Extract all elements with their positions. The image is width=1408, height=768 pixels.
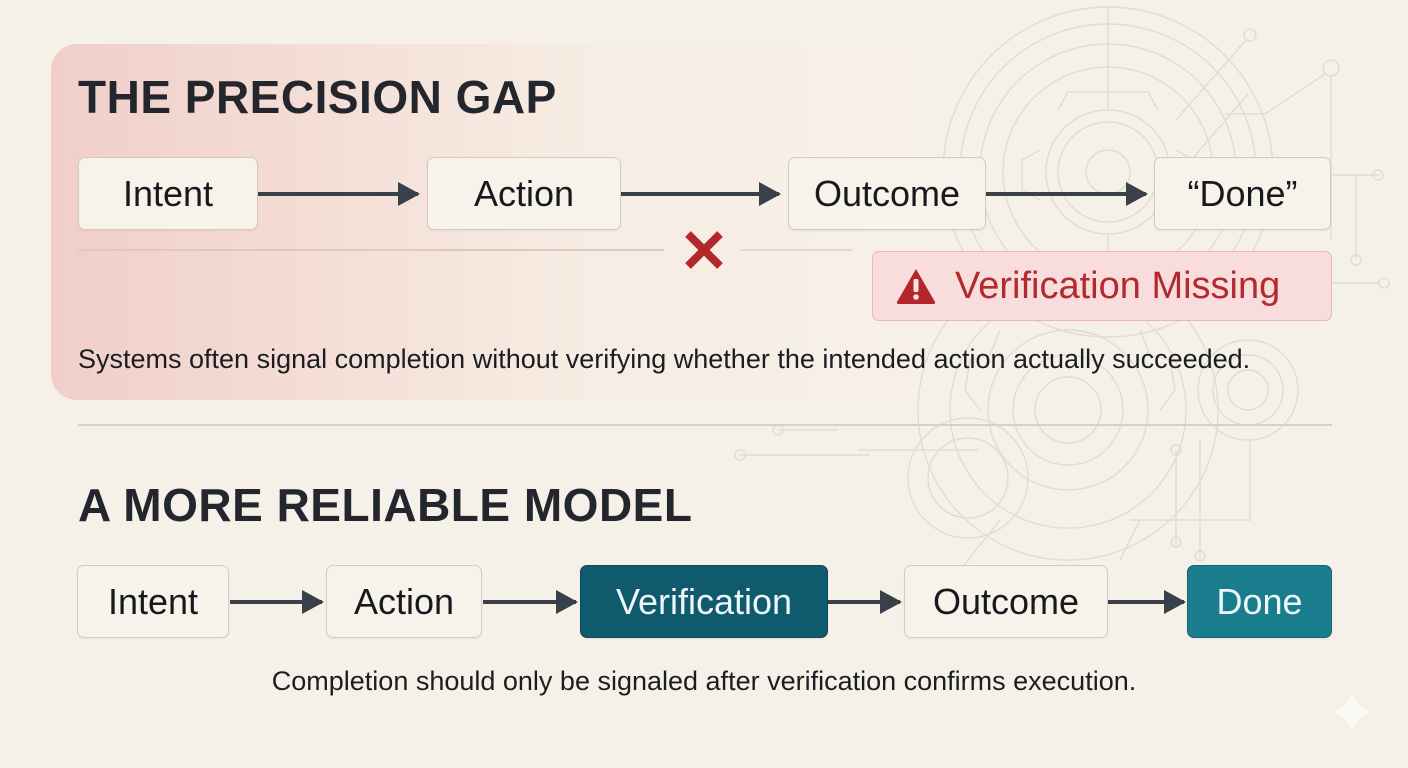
arrow-icon [483,590,578,614]
reliable-model-title: A MORE RELIABLE MODEL [78,479,693,531]
gap-node-intent: Intent [78,157,258,230]
section-divider [78,424,1332,426]
model-node-verification: Verification [580,565,828,638]
model-node-intent: Intent [77,565,229,638]
missing-link-line [740,249,852,251]
arrow-icon [258,182,420,206]
arrow-icon [621,182,781,206]
gap-node-action: Action [427,157,621,230]
missing-link-line [78,249,664,251]
model-node-action: Action [326,565,482,638]
arrow-icon [986,182,1148,206]
warning-label: Verification Missing [955,264,1281,307]
arrow-icon [828,590,902,614]
model-node-outcome: Outcome [904,565,1108,638]
warning-triangle-icon [896,269,936,304]
x-mark-icon [685,231,723,269]
arrow-icon [1108,590,1186,614]
verification-missing-badge: Verification Missing [872,251,1332,321]
reliable-model-caption: Completion should only be signaled after… [271,666,1137,696]
precision-gap-title: THE PRECISION GAP [78,71,557,123]
precision-gap-caption: Systems often signal completion without … [78,344,1251,374]
gap-node-done-quoted: “Done” [1154,157,1331,230]
sparkle-icon [1330,690,1374,734]
arrow-icon [230,590,324,614]
model-node-done: Done [1187,565,1332,638]
gap-node-outcome: Outcome [788,157,986,230]
